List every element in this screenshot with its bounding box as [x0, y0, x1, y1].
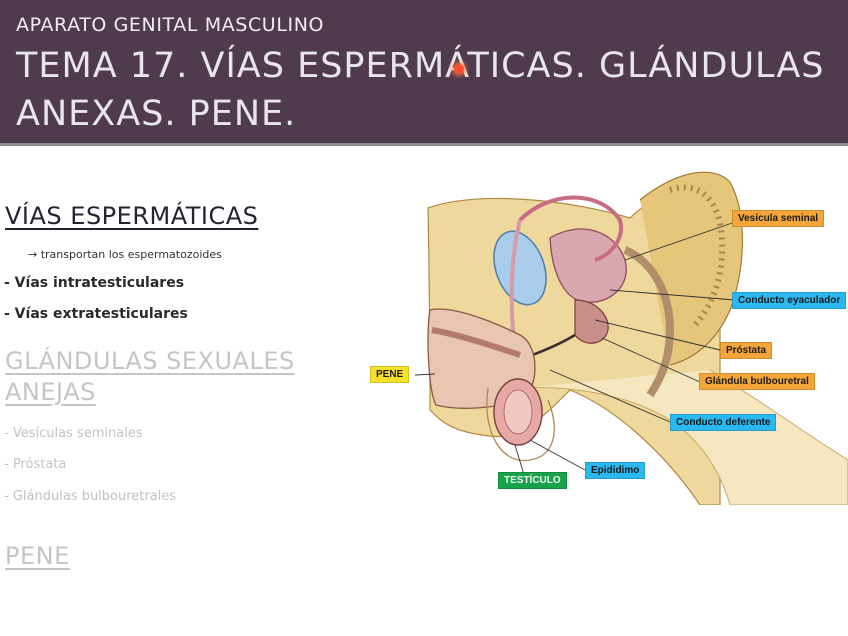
label-epididimo: Epidídimo	[585, 462, 646, 479]
list-item-vesiculas-seminales: - Vesículas seminales	[4, 426, 143, 441]
pointer-dot-icon	[454, 64, 464, 74]
heading-pene: PENE	[5, 542, 70, 570]
header-divider	[0, 143, 848, 146]
vias-note: → transportan los espermatozoides	[28, 248, 222, 261]
slide-header: APARATO GENITAL MASCULINO TEMA 17. VÍAS …	[0, 0, 848, 143]
list-item-prostata: - Próstata	[4, 457, 67, 472]
label-conducto-eyaculador: Conducto eyaculador	[732, 292, 847, 309]
heading-vias-espermaticas: VÍAS ESPERMÁTICAS	[5, 202, 259, 230]
list-item-vias-extratesticulares: - Vías extratesticulares	[4, 306, 188, 322]
label-pene: PENE	[370, 366, 410, 383]
label-testiculo: TESTÍCULO	[498, 472, 567, 489]
label-vesicula-seminal: Vesícula seminal	[732, 210, 825, 227]
slide-title: TEMA 17. VÍAS ESPERMÁTICAS. GLÁNDULAS AN…	[16, 46, 825, 134]
slide-subtitle: APARATO GENITAL MASCULINO	[16, 14, 325, 36]
heading-glandulas-sexuales: GLÁNDULAS SEXUALES ANEJAS	[5, 347, 295, 406]
label-conducto-deferente: Conducto deferente	[670, 414, 777, 431]
anatomy-illustration	[414, 171, 848, 506]
label-glandula-bulbouretral: Glándula bulbouretral	[699, 373, 815, 390]
list-item-vias-intratesticulares: - Vías intratesticulares	[4, 275, 185, 291]
anatomy-diagram: Vesícula seminal Conducto eyaculador Pró…	[370, 160, 848, 506]
list-item-glandulas-bulbouretrales: - Glándulas bulbouretrales	[4, 489, 177, 504]
label-prostata: Próstata	[720, 342, 773, 359]
